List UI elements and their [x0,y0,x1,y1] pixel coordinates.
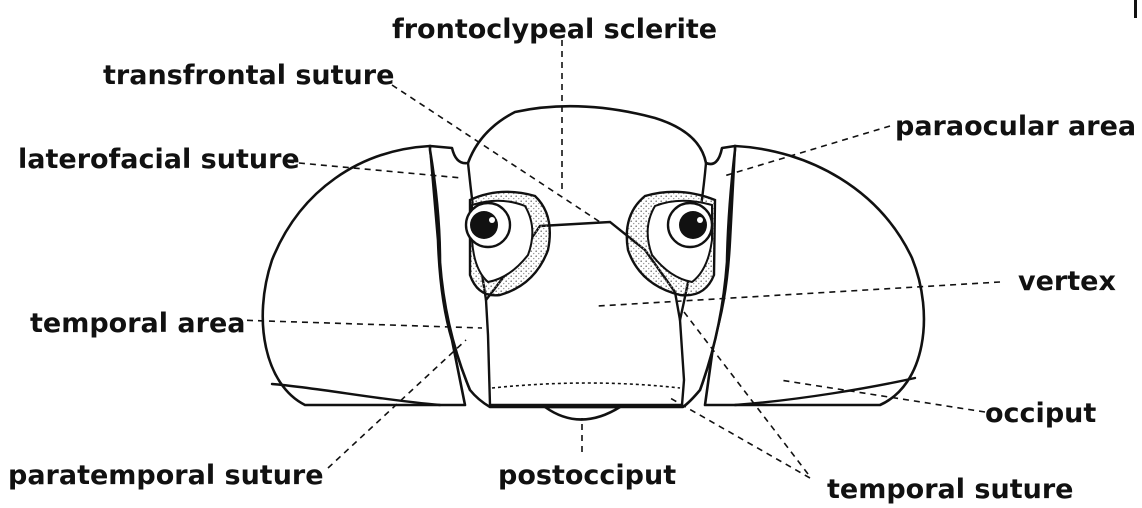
label-paraocular-area: paraocular area [895,111,1136,142]
label-temporal-area: temporal area [30,308,246,339]
leader-temporal-suture-a [670,398,810,478]
label-temporal-suture: temporal suture [827,474,1073,505]
left-pupil [470,211,498,239]
postocciput-lobe [545,407,620,420]
right-pupil [679,211,707,239]
label-frontoclypeal-sclerite: frontoclypeal sclerite [392,14,717,45]
left-pupil-highlight [489,217,495,223]
label-laterofacial-suture: laterofacial suture [18,144,300,175]
label-postocciput: postocciput [498,460,676,491]
label-paratemporal-suture: paratemporal suture [8,460,324,491]
label-transfrontal-suture: transfrontal suture [103,60,394,91]
label-occiput: occiput [985,398,1096,429]
corner-mark [1134,0,1137,18]
right-compound-eye [705,146,924,405]
right-pupil-highlight [697,217,703,223]
label-vertex: vertex [1018,266,1116,297]
